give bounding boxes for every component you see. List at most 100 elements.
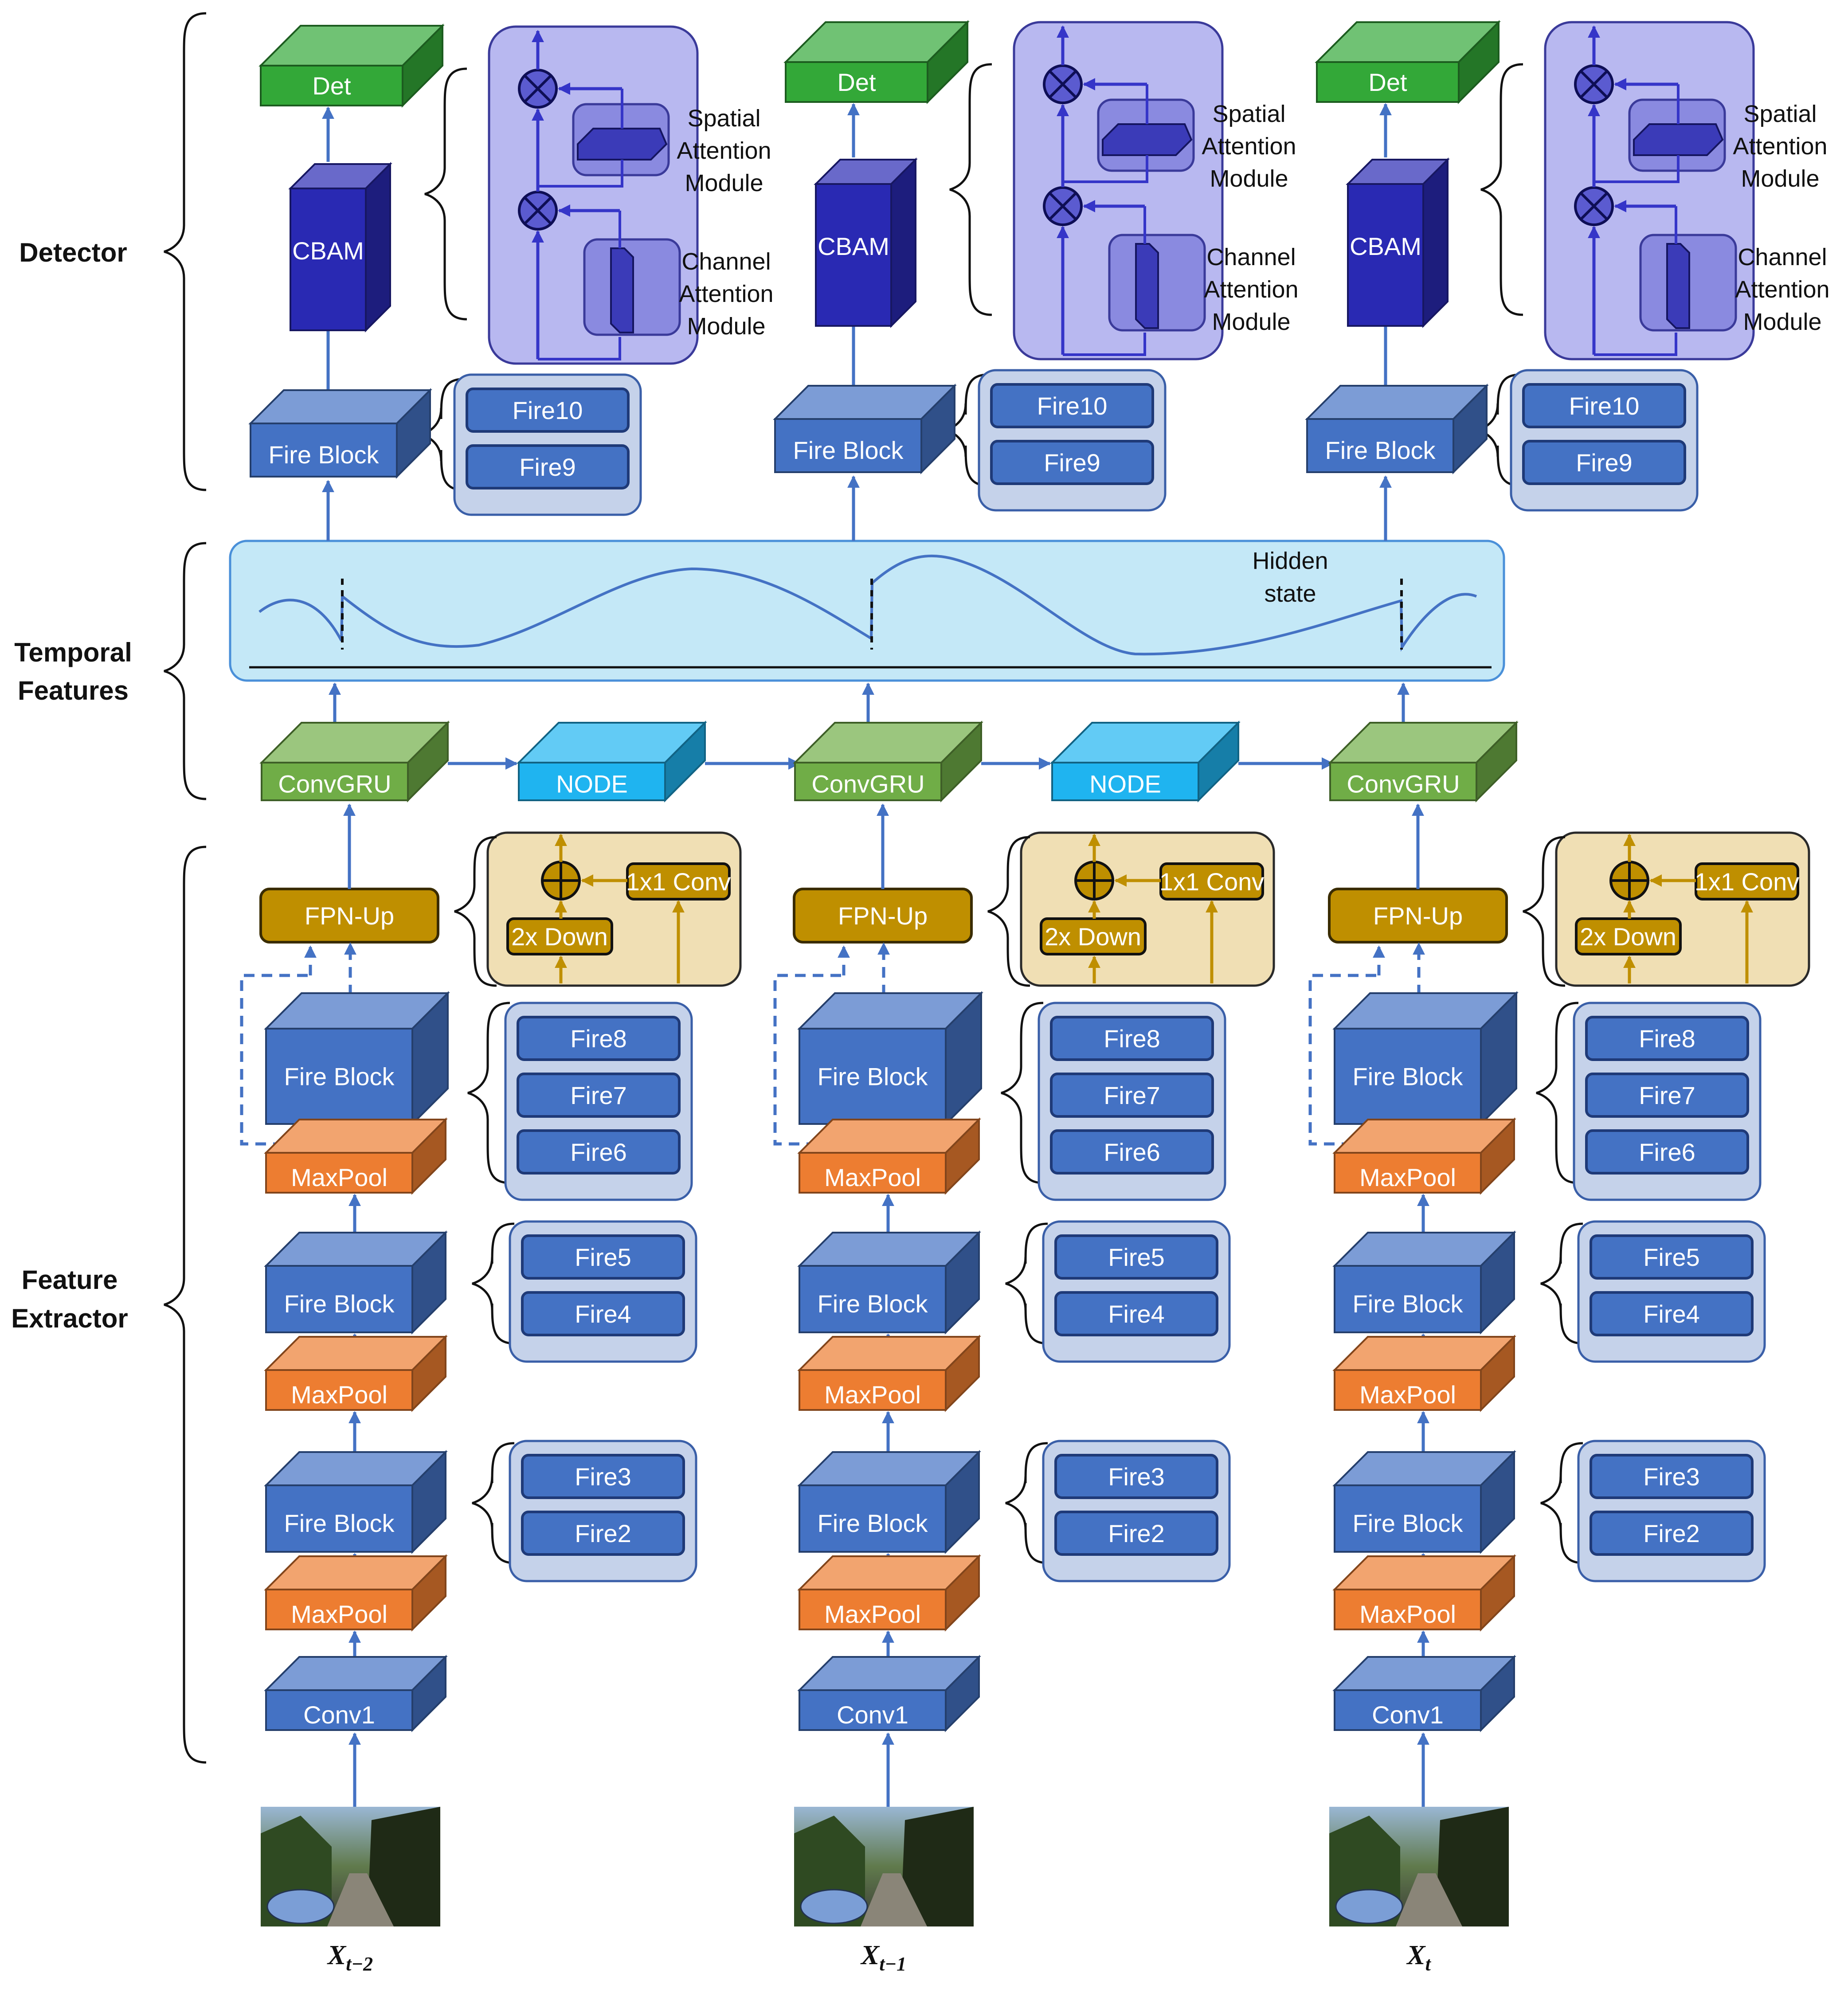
fire-block-stage2-label: Fire Block [284,1290,395,1318]
input-frame-image [261,1807,440,1926]
fire-block-stage2: Fire Block [264,1230,448,1335]
curly-brace [164,542,207,800]
maxpool-block-label: MaxPool [824,1381,921,1409]
fire-module-fire9: Fire9 [1576,449,1633,477]
maxpool-block: MaxPool [797,1335,981,1412]
fire-block-stage3-label: Fire Block [1353,1063,1464,1091]
spatial-attention-label: Attention [677,137,771,164]
convgru-block: ConvGRU [793,720,983,803]
fire-module-fire10: Fire10 [513,396,583,424]
det-block-label: Det [312,72,351,100]
fire-module-fire4: Fire4 [575,1300,631,1328]
conv1-block-label: Conv1 [1372,1701,1444,1729]
fpn-down-label: 2x Down [511,923,608,951]
cbam-block-label: CBAM [292,237,364,265]
curly-brace [454,836,497,987]
fire-module-fire9: Fire9 [519,453,576,481]
fire-block-stage3: Fire Block [1332,991,1519,1126]
det-block-label: Det [1368,68,1407,96]
input-label: Xt−1 [860,1940,906,1975]
channel-attention-label: Module [1743,309,1821,335]
fpn-up-block: FPN-Up [259,888,439,944]
spatial-attention-label: Spatial [1743,101,1817,127]
channel-attention-label: Channel [1738,244,1827,270]
detector-fire-block: Fire Block [248,388,432,479]
spatial-attention-label: Attention [1202,133,1296,160]
curly-brace [1540,1222,1583,1345]
fire-module-fire6: Fire6 [570,1138,627,1166]
hidden-state-label-1: Hidden [1252,548,1328,574]
curly-brace [1536,1002,1579,1184]
fire-block-stage2-label: Fire Block [1353,1290,1464,1318]
node-block-label: NODE [556,770,628,798]
fire-block-stage2: Fire Block [797,1230,981,1335]
cbam-attention-panel: SpatialAttentionModuleChannelAttentionMo… [1544,21,1830,360]
section-label-feature-2: Extractor [11,1304,128,1333]
convgru-block-label: ConvGRU [811,770,924,798]
fire-module-fire2: Fire2 [1108,1519,1165,1547]
conv1-block-label: Conv1 [303,1701,375,1729]
fpn-up-label: FPN-Up [305,902,394,930]
detector-fire-block: Fire Block [773,384,957,474]
fpn-conv-label: 1x1 Conv [1159,868,1265,896]
cbam-block: CBAM [1346,157,1450,328]
maxpool-block-label: MaxPool [291,1600,388,1628]
input-frame-image [794,1807,974,1926]
fire-block-stage2-label: Fire Block [818,1290,928,1318]
fire-block-stage2: Fire Block [1332,1230,1516,1335]
curly-brace [1005,1222,1048,1345]
maxpool-block: MaxPool [264,1554,448,1632]
curly-brace [1523,836,1566,987]
curly-brace [987,836,1030,987]
channel-attention-label: Attention [1735,276,1829,303]
curly-brace [164,12,207,491]
fire-module-fire9: Fire9 [1044,449,1100,477]
det-block: Det [258,23,445,108]
maxpool-block-label: MaxPool [1359,1163,1456,1191]
hidden-state-label-2: state [1264,580,1316,607]
maxpool-block: MaxPool [1332,1117,1516,1195]
curly-brace [472,1442,515,1564]
fire-module-fire5: Fire5 [575,1243,631,1271]
maxpool-block: MaxPool [797,1117,981,1195]
fire-module-fire2: Fire2 [575,1519,631,1547]
det-block: Det [783,20,970,104]
skip-connection [773,974,906,1146]
timestep-column-1: SpatialAttentionModuleChannelAttentionMo… [773,21,1334,1975]
section-label-temporal-2: Features [18,676,129,705]
spatial-attention-label: Module [1741,165,1819,192]
fire-module-fire4: Fire4 [1108,1300,1165,1328]
timestep-column-2: SpatialAttentionModuleChannelAttentionMo… [1308,21,1830,1975]
convgru-block-label: ConvGRU [278,770,391,798]
cbam-block-label: CBAM [818,232,889,260]
cbam-attention-panel: SpatialAttentionModuleChannelAttentionMo… [1013,21,1299,360]
detector-fire-block-label: Fire Block [1325,436,1436,464]
maxpool-block-label: MaxPool [824,1600,921,1628]
fire-module-fire7: Fire7 [1639,1081,1695,1109]
spatial-attention-label: Module [1210,165,1288,192]
cbam-block: CBAM [814,157,918,328]
fire-block-stage1: Fire Block [797,1450,981,1554]
maxpool-block: MaxPool [264,1117,448,1195]
conv1-block: Conv1 [797,1655,981,1732]
fire-module-fire7: Fire7 [570,1081,627,1109]
fire-block-stage1: Fire Block [264,1450,448,1554]
timestep-column-0: SpatialAttentionModuleChannelAttentionMo… [240,25,801,1975]
fire-block-stage1: Fire Block [1332,1450,1516,1554]
conv1-block: Conv1 [1332,1655,1516,1732]
cbam-block-label: CBAM [1350,232,1421,260]
detector-fire-block: Fire Block [1305,384,1489,474]
fire-module-fire8: Fire8 [570,1025,627,1053]
section-label-temporal-1: Temporal [14,638,132,667]
fire-module-fire8: Fire8 [1104,1025,1160,1053]
fire-block-stage1-label: Fire Block [818,1509,928,1537]
fpn-conv-label: 1x1 Conv [626,868,731,896]
fire-module-fire8: Fire8 [1639,1025,1695,1053]
conv1-block-label: Conv1 [837,1701,908,1729]
fire-module-fire6: Fire6 [1104,1138,1160,1166]
curly-brace [1005,1442,1048,1564]
fire-module-fire10: Fire10 [1569,392,1640,420]
